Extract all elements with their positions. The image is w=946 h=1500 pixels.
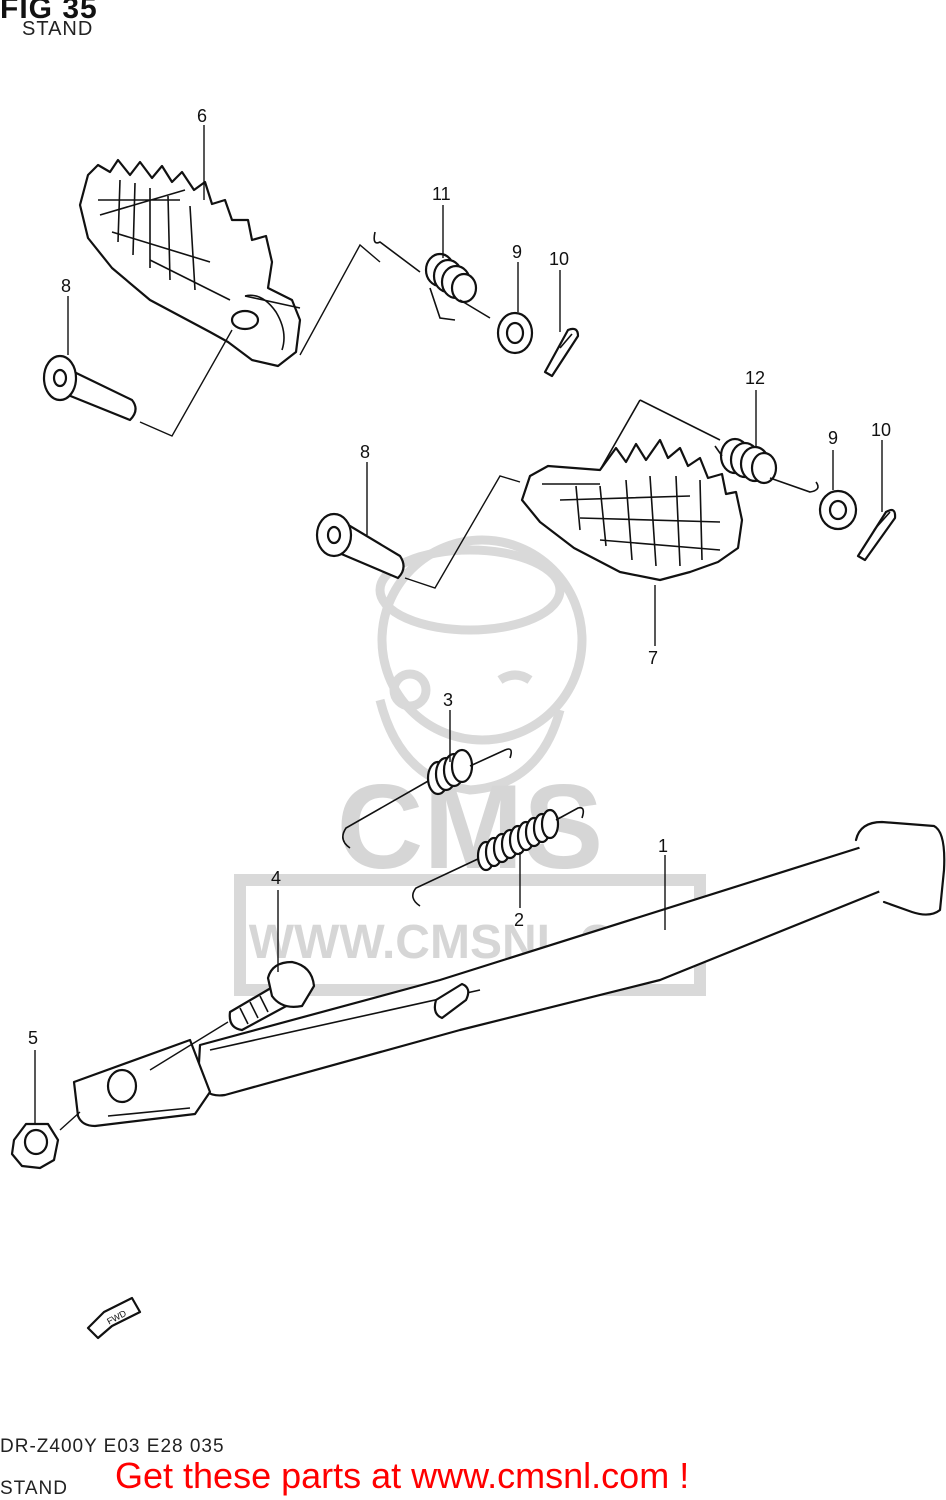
callout-footrest-upper: 6	[197, 106, 207, 126]
callout-washer-upper: 9	[512, 242, 522, 262]
figure-title: FIG 35	[0, 0, 98, 25]
footrest-upper-part	[78, 158, 302, 368]
washer-upper-part	[496, 311, 534, 355]
watermark-logo-text: CMS	[337, 760, 604, 894]
bolt-part	[228, 960, 316, 1032]
callout-cotter-lower: 10	[871, 420, 891, 440]
callout-nut: 5	[28, 1028, 38, 1048]
cotter-pin-lower-part	[856, 508, 897, 562]
callout-footrest-spring-upper: 11	[432, 184, 451, 204]
drawing-code: DR-Z400Y E03 E28 035	[0, 1436, 225, 1457]
footrest-spring-upper-part	[373, 231, 491, 321]
washer-lower-part	[818, 489, 858, 531]
footrest-spring-lower-part	[714, 437, 819, 493]
callout-bolt: 4	[271, 868, 281, 888]
drawing-section-label: STAND	[0, 1478, 68, 1499]
figure-subtitle: STAND	[22, 18, 94, 40]
callout-pin-upper: 8	[61, 276, 71, 296]
callout-stand: 1	[658, 836, 668, 856]
callout-washer-lower: 9	[828, 428, 838, 448]
spring-short-part	[342, 748, 512, 849]
cotter-pin-upper-part	[543, 327, 580, 378]
callout-pin-lower: 8	[360, 442, 370, 462]
callout-spring-long: 2	[514, 910, 524, 930]
callout-spring-short: 3	[443, 690, 453, 710]
callout-cotter-upper: 10	[549, 249, 569, 269]
nut-part	[10, 1122, 60, 1170]
callout-footrest-lower: 7	[648, 648, 658, 668]
spring-long-part	[412, 806, 585, 907]
pin-lower-part	[315, 512, 405, 580]
side-stand-part	[72, 820, 946, 1128]
callout-footrest-spring-lower: 12	[745, 368, 765, 388]
promo-link[interactable]: Get these parts at www.cmsnl.com !	[115, 1455, 690, 1496]
forward-direction-marker: FWD	[86, 1296, 142, 1340]
footrest-lower-part	[520, 399, 744, 582]
pin-upper-part	[42, 354, 137, 422]
